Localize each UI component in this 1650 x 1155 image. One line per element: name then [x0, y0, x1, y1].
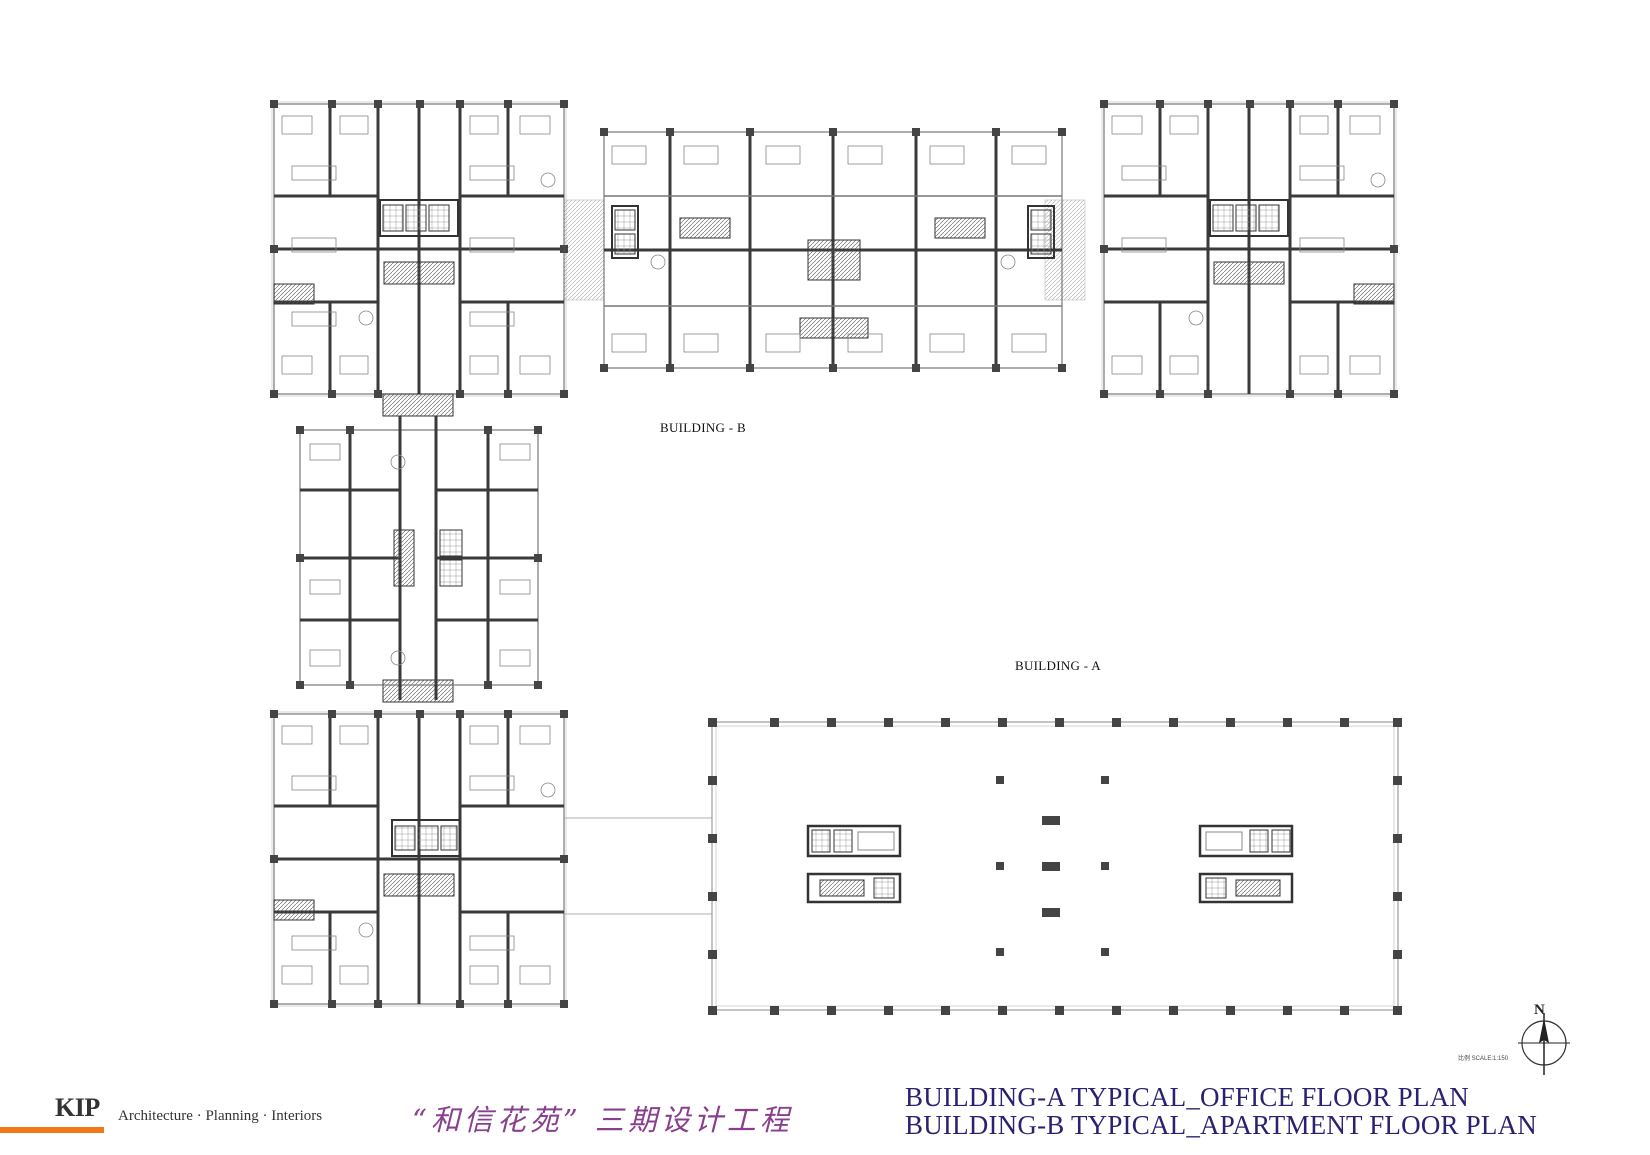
apartment-tower-bottom-left	[270, 710, 568, 1008]
apartment-tower-top-right	[1100, 100, 1398, 398]
company-logo: KIP	[55, 1093, 100, 1122]
title-line-1: BUILDING-A TYPICAL_OFFICE FLOOR PLAN	[905, 1082, 1469, 1112]
scale-note: 比例 SCALE:1:150	[1458, 1056, 1509, 1062]
north-label: N	[1534, 1002, 1545, 1018]
company-tagline: Architecture · Planning · Interiors	[118, 1108, 323, 1124]
project-name: “和信花苑” 三期设计工程	[412, 1103, 793, 1137]
logo-accent-bar	[0, 1127, 104, 1133]
apartment-tower-top-left	[270, 100, 568, 398]
building-a-label: BUILDING - A	[1015, 658, 1101, 673]
apartment-slab-top-middle	[563, 128, 1086, 372]
apartment-slab-middle-left	[296, 393, 542, 703]
title-line-2: BUILDING-B TYPICAL_APARTMENT FLOOR PLAN	[905, 1110, 1537, 1140]
north-arrow-icon	[1518, 1013, 1570, 1075]
building-b-label: BUILDING - B	[660, 420, 746, 435]
office-floor-plate	[564, 718, 1402, 1015]
